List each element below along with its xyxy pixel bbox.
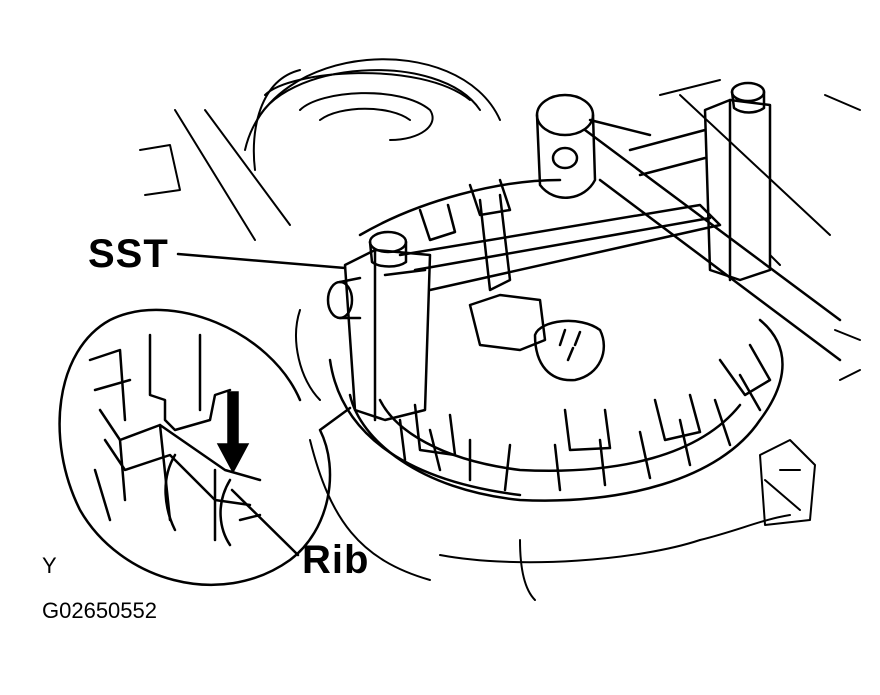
rib-leader-line	[230, 488, 300, 557]
rib-label: Rib	[302, 538, 370, 582]
background-housing	[295, 309, 861, 601]
detail-callout	[58, 308, 352, 587]
figure-code: G02650552	[42, 598, 157, 623]
sst-label: SST	[88, 232, 169, 276]
sst-leader-line	[176, 252, 347, 270]
lock-ring	[328, 178, 784, 502]
sst-tool	[326, 81, 842, 422]
view-mark: Y	[42, 553, 57, 578]
background-contours	[139, 58, 861, 266]
arrow-down-icon	[216, 391, 250, 474]
